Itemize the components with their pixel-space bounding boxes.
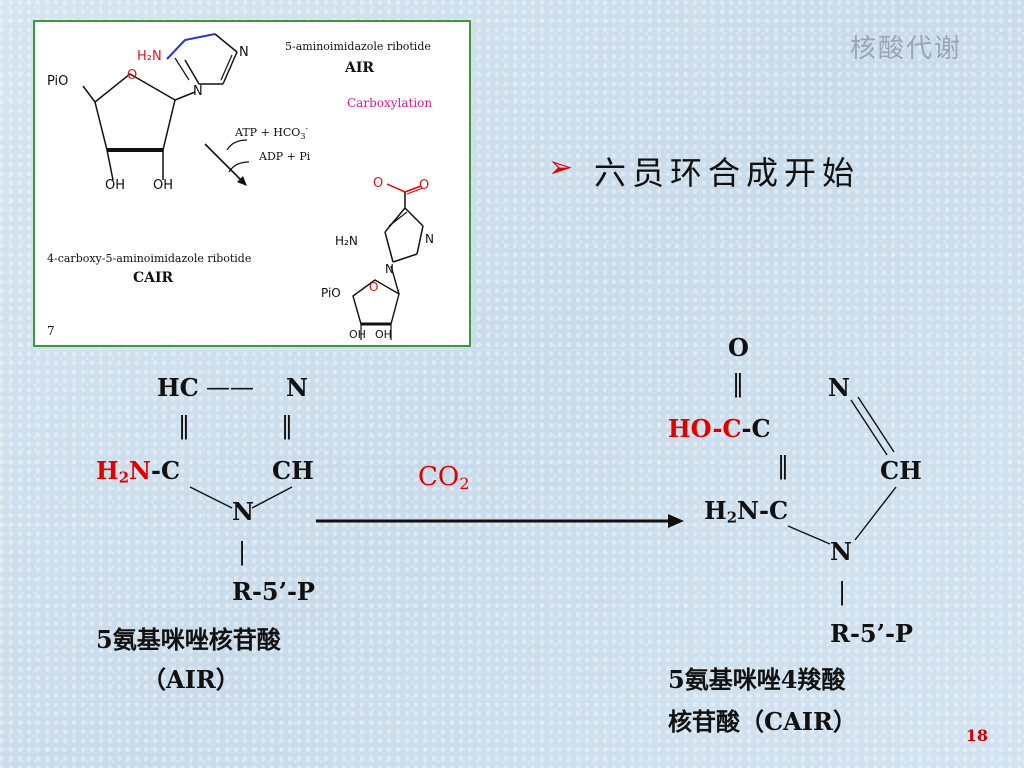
air-h2n-c: H2N-C [96, 456, 181, 487]
figure-o-ring-label: O [127, 68, 138, 83]
cair-o-top: O [728, 333, 749, 362]
air-ch: CH [272, 456, 314, 485]
figure-cair-name: 4-carboxy-5-aminoimidazole ribotide [47, 252, 252, 265]
cair-double-bond-b [857, 396, 895, 453]
figure-h2n-label: H₂N [137, 49, 162, 64]
air-double-bond-right: ‖ [281, 412, 293, 440]
air-bond-c-n [189, 486, 233, 509]
figure-o-minus-label: O [373, 176, 384, 191]
cair-n-top: N [828, 373, 850, 402]
figure-pio2-label: PiO [321, 286, 341, 300]
figure-n-ring-label: N [193, 84, 203, 99]
co2-reagent-label: CO2 [418, 462, 470, 494]
figure-oh2-label: OH [153, 178, 174, 193]
figure-atp-label: ATP + HCO3- [235, 124, 309, 141]
cair-bond-ch-n [854, 486, 897, 541]
figure-air-abbr: AIR [345, 60, 375, 76]
air-single-bond: | [238, 538, 247, 566]
figure-oh3-label: OH [349, 328, 366, 341]
figure-n3-label: N [385, 262, 394, 276]
air-n-top: N [286, 373, 308, 402]
figure-cair-abbr: CAIR [133, 270, 174, 286]
figure-h2n2-label: H₂N [335, 234, 358, 248]
slide-heading: 六员环合成开始 [594, 154, 861, 192]
cair-single-bond: | [838, 578, 847, 606]
cair-h2n-c: H2N-C [704, 496, 789, 527]
reaction-arrow-head [668, 514, 684, 528]
figure-o-ring2-label: O [369, 280, 379, 294]
figure-structure-drawing [82, 33, 424, 340]
cair-hoc-c: HO-C-C [668, 414, 771, 443]
cair-double-bond-a [850, 399, 888, 456]
header-title: 核酸代谢 [849, 34, 962, 64]
air-n-ring: N [232, 497, 254, 526]
cair-double-bond-mid: ‖ [777, 452, 789, 480]
air-hc: HC [157, 373, 199, 402]
figure-n-top-label: N [239, 45, 249, 60]
air-bond-top: —— [206, 373, 254, 401]
arrow-bullet-icon: ➢ [548, 150, 574, 185]
air-name: 5氨基咪唑核苷酸 [96, 625, 281, 654]
reaction-figure: H₂N N N PiO O OH OH 5-aminoimidazole rib… [33, 20, 471, 347]
air-r5p: R-5’-P [232, 577, 315, 606]
figure-n2-label: N [425, 232, 434, 246]
cair-double-bond-top: ‖ [732, 370, 744, 398]
cair-ch: CH [880, 456, 922, 485]
figure-carboxylation-label: Carboxylation [347, 96, 433, 110]
cair-bond-c-n [787, 525, 831, 545]
figure-o-double-label: O [419, 178, 430, 193]
figure-number: 7 [47, 324, 55, 338]
figure-pio-label: PiO [47, 74, 69, 89]
cair-name-line2: 核苷酸（CAIR） [668, 707, 857, 736]
cair-n-ring: N [830, 537, 852, 566]
page-number: 18 [965, 726, 988, 745]
air-abbr: （AIR） [142, 665, 240, 694]
cair-r5p: R-5’-P [830, 619, 913, 648]
figure-adp-label: ADP + Pi [259, 150, 311, 163]
figure-air-name: 5-aminoimidazole ribotide [285, 40, 431, 53]
air-double-bond-left: ‖ [178, 412, 190, 440]
figure-oh4-label: OH [375, 328, 392, 341]
air-bond-ch-n [251, 486, 293, 509]
cair-name-line1: 5氨基咪唑4羧酸 [668, 665, 846, 694]
figure-oh1-label: OH [105, 178, 126, 193]
